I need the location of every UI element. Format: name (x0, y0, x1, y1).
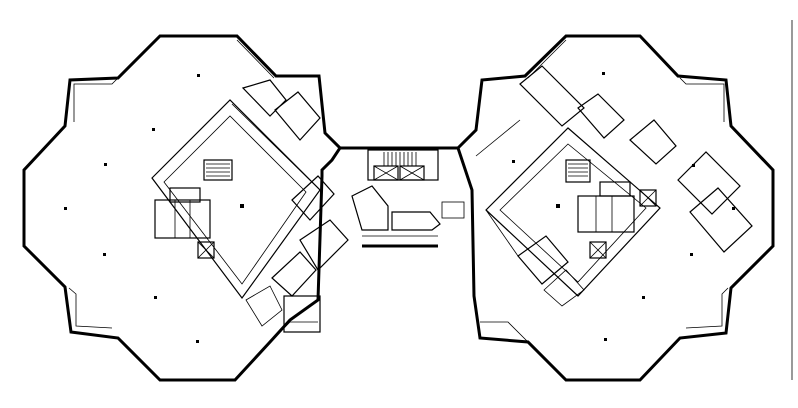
link-small-room (441, 201, 465, 219)
east-core-inner (499, 143, 647, 283)
west-restroom-a (154, 199, 211, 239)
link-restroom-west (351, 185, 389, 231)
west-wing (22, 34, 349, 382)
east-corridor-w (485, 209, 519, 257)
west-room-se-1 (299, 219, 349, 271)
east-room-ne-1 (629, 119, 677, 165)
west-core-inner (163, 115, 307, 285)
west-restroom-b (169, 187, 201, 203)
east-shaft-2 (639, 189, 657, 207)
link-stair-north (367, 149, 439, 181)
east-room-n-1 (577, 93, 625, 139)
east-room-nw-1 (519, 65, 585, 127)
east-core (485, 127, 661, 297)
west-notch-n (236, 39, 275, 79)
west-room-ne-2 (274, 91, 321, 141)
east-notch-ne (679, 77, 725, 122)
east-shaft-1 (589, 241, 607, 259)
central-link (340, 146, 465, 248)
west-shaft-1 (197, 241, 215, 259)
west-room-e-1 (291, 175, 335, 221)
west-columns (64, 74, 244, 343)
west-notch-sw (68, 287, 113, 329)
west-room-se-2 (271, 251, 317, 297)
east-room-s-1 (543, 269, 585, 307)
link-stair-treads (383, 152, 417, 166)
east-room-e-1 (677, 151, 741, 215)
east-notch-sw (480, 321, 529, 343)
west-room-sw-1 (245, 285, 283, 327)
east-room-sw-1 (517, 235, 569, 285)
west-stair (203, 159, 233, 181)
link-restroom-east (391, 211, 441, 231)
west-notch-nw (73, 77, 119, 122)
west-corridor-ne (231, 103, 321, 191)
east-stair (565, 159, 591, 183)
east-corridor-nw (475, 119, 521, 157)
east-wing-exterior-wall (456, 34, 775, 382)
west-wing-exterior-wall (22, 34, 342, 382)
east-wing (456, 34, 775, 382)
link-elevators (373, 165, 425, 181)
west-room-ne-1 (241, 79, 287, 117)
west-room-s (283, 295, 321, 333)
west-notch-se (269, 321, 318, 343)
east-restroom-b (599, 181, 631, 197)
east-notch-se (685, 287, 729, 329)
east-room-e-2 (689, 187, 753, 253)
east-columns (512, 72, 735, 341)
east-restroom-a (577, 195, 635, 233)
